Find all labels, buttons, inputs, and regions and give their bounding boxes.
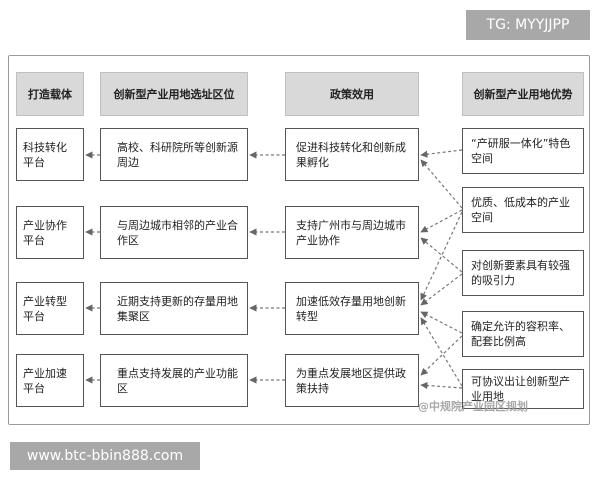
watermark: @中规院产业园区规划 bbox=[418, 400, 528, 413]
location-box-functional-zone: 重点支持发展的产业功能区 bbox=[100, 354, 248, 407]
location-box-stock-land: 近期支持更新的存量用地集聚区 bbox=[100, 282, 248, 335]
arrow-adv4-policy3 bbox=[420, 311, 463, 334]
arrow-adv3-policy2 bbox=[420, 237, 463, 273]
policy-box-regional-collab: 支持广州市与周边城市产业协作 bbox=[285, 206, 419, 259]
advantage-box-integrated-space: “产研服一体化”特色空间 bbox=[462, 128, 584, 174]
carrier-box-tech-transfer: 科技转化平台 bbox=[16, 128, 84, 181]
header-advantage: 创新型产业用地优势 bbox=[462, 72, 584, 116]
advantage-box-negotiated-transfer: 可协议出让创新型产业用地 bbox=[462, 369, 584, 409]
advantage-box-attraction: 对创新要素具有较强的吸引力 bbox=[462, 250, 584, 296]
header-carrier: 打造载体 bbox=[16, 72, 84, 116]
location-box-cooperation-zone: 与周边城市相邻的产业合作区 bbox=[100, 206, 248, 259]
bottom-url-banner[interactable]: www.btc-bbin888.com bbox=[10, 442, 200, 470]
carrier-box-collaboration: 产业协作平台 bbox=[16, 206, 84, 259]
arrow-adv5-policy3 bbox=[420, 317, 463, 387]
arrow-adv3-policy3 bbox=[420, 273, 463, 306]
arrow-adv4-policy4 bbox=[420, 335, 463, 376]
arrow-adv2-policy2 bbox=[420, 209, 463, 233]
header-policy: 政策效用 bbox=[285, 72, 419, 116]
advantage-box-low-cost: 优质、低成本的产业空间 bbox=[462, 187, 584, 233]
advantage-box-far-ratio: 确定允许的容积率、配套比例高 bbox=[462, 311, 584, 357]
arrow-adv2-policy1 bbox=[420, 159, 463, 209]
carrier-box-acceleration: 产业加速平台 bbox=[16, 354, 84, 407]
policy-box-renewal: 加速低效存量用地创新转型 bbox=[285, 282, 419, 335]
arrow-adv5-policy4 bbox=[420, 381, 463, 390]
arrow-adv2-policy3 bbox=[420, 211, 463, 301]
policy-box-support: 为重点发展地区提供政策扶持 bbox=[285, 354, 419, 407]
policy-box-incubation: 促进科技转化和创新成果孵化 bbox=[285, 128, 419, 181]
header-location: 创新型产业用地选址区位 bbox=[100, 72, 248, 116]
top-banner: TG: MYYJJPP bbox=[466, 10, 590, 40]
arrow-adv1-policy1 bbox=[420, 149, 463, 158]
location-box-research: 高校、科研院所等创新源周边 bbox=[100, 128, 248, 181]
diagram-frame bbox=[8, 55, 590, 425]
carrier-box-transformation: 产业转型平台 bbox=[16, 282, 84, 335]
